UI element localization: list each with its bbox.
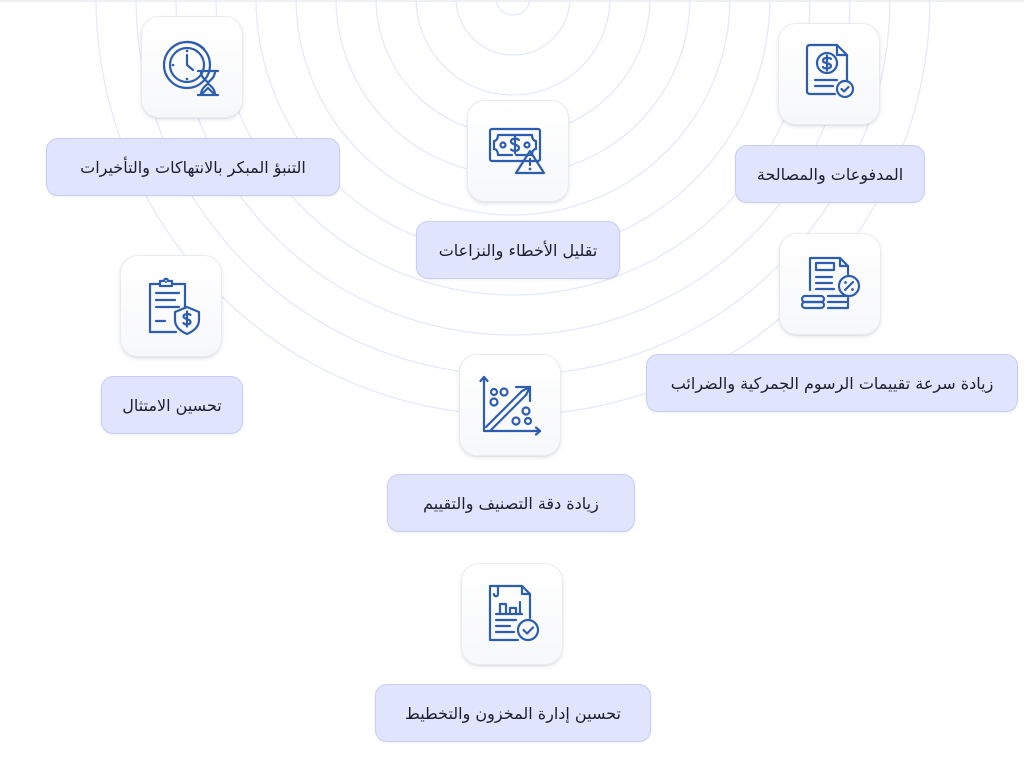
benefit-label-classification-accuracy: زيادة دقة التصنيف والتقييم xyxy=(387,474,635,532)
icon-card-customs-speed xyxy=(779,233,881,335)
icon-card-early-prediction xyxy=(141,16,243,118)
benefit-text: التنبؤ المبكر بالانتهاكات والتأخيرات xyxy=(80,157,306,177)
invoice-dollar-check-icon xyxy=(805,43,855,99)
top-strip xyxy=(0,0,1024,2)
background-ring xyxy=(215,0,811,296)
benefit-text: تقليل الأخطاء والنزاعات xyxy=(438,240,598,260)
benefit-text: زيادة سرعة تقييمات الرسوم الجمركية والضر… xyxy=(670,373,994,393)
icon-card-compliance xyxy=(120,255,222,357)
benefit-text: تحسين الامتثال xyxy=(122,395,222,415)
clock-hourglass-icon xyxy=(162,40,220,97)
background-ring xyxy=(295,0,731,216)
benefit-label-payments: المدفوعات والمصالحة xyxy=(735,145,925,203)
benefit-label-compliance: تحسين الامتثال xyxy=(101,376,243,434)
icon-card-payments xyxy=(778,23,880,125)
benefit-label-customs-speed: زيادة سرعة تقييمات الرسوم الجمركية والضر… xyxy=(646,354,1018,412)
banknote-warning-icon xyxy=(488,127,546,175)
icon-card-reduce-errors xyxy=(467,100,569,202)
icon-card-inventory-management xyxy=(461,563,563,665)
tax-document-percent-icon xyxy=(800,256,861,310)
benefit-text: المدفوعات والمصالحة xyxy=(756,164,904,184)
clipboard-shield-dollar-icon xyxy=(148,277,201,336)
benefit-label-reduce-errors: تقليل الأخطاء والنزاعات xyxy=(416,221,620,279)
benefit-text: تحسين إدارة المخزون والتخطيط xyxy=(405,703,621,723)
benefit-label-inventory-management: تحسين إدارة المخزون والتخطيط xyxy=(375,684,651,742)
background-ring xyxy=(175,0,851,336)
icon-card-classification-accuracy xyxy=(459,354,561,456)
classification-chart-arrow-icon xyxy=(479,375,542,436)
background-ring xyxy=(455,0,571,56)
benefit-label-early-prediction: التنبؤ المبكر بالانتهاكات والتأخيرات xyxy=(46,138,340,196)
background-ring xyxy=(415,0,611,96)
report-chart-check-icon xyxy=(488,584,540,642)
benefit-text: زيادة دقة التصنيف والتقييم xyxy=(423,493,599,513)
background-ring xyxy=(495,0,531,16)
